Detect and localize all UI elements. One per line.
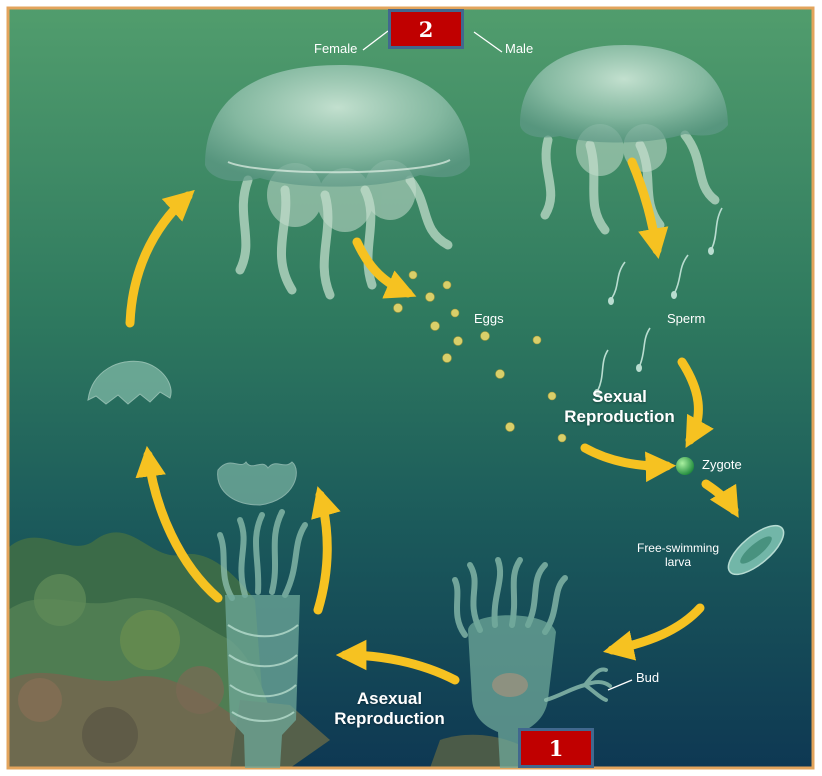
asexual-reproduction-label: Asexual Reproduction <box>322 689 457 728</box>
zygote-cell <box>676 457 694 475</box>
badge-2: 2 <box>388 9 464 49</box>
eggs-label: Eggs <box>474 312 504 327</box>
badge-1: 1 <box>518 728 594 768</box>
bud-label: Bud <box>636 671 659 686</box>
sexual-reproduction-label: Sexual Reproduction <box>552 387 687 426</box>
male-label: Male <box>505 42 533 57</box>
female-label: Female <box>314 42 357 57</box>
sperm-label: Sperm <box>667 312 705 327</box>
zygote-label: Zygote <box>702 458 742 473</box>
free-swimming-larva-label: Free-swimming larva <box>628 542 728 570</box>
